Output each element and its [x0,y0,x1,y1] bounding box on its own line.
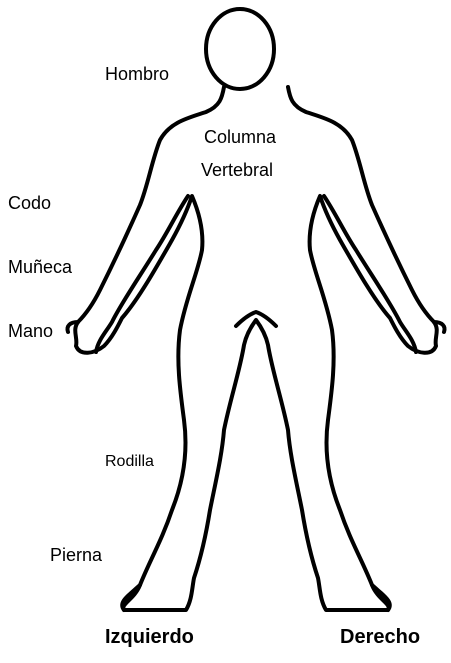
label-rodilla: Rodilla [105,452,154,472]
label-derecho: Derecho [340,627,420,647]
label-columna: Columna [204,127,276,147]
label-mano: Mano [8,321,53,341]
label-muneca: Muñeca [8,257,72,277]
label-izquierdo: Izquierdo [105,627,194,647]
head-outline [206,9,274,89]
label-pierna: Pierna [50,545,102,565]
label-vertebral: Vertebral [201,160,273,180]
label-hombro: Hombro [105,64,169,84]
label-codo: Codo [8,193,51,213]
